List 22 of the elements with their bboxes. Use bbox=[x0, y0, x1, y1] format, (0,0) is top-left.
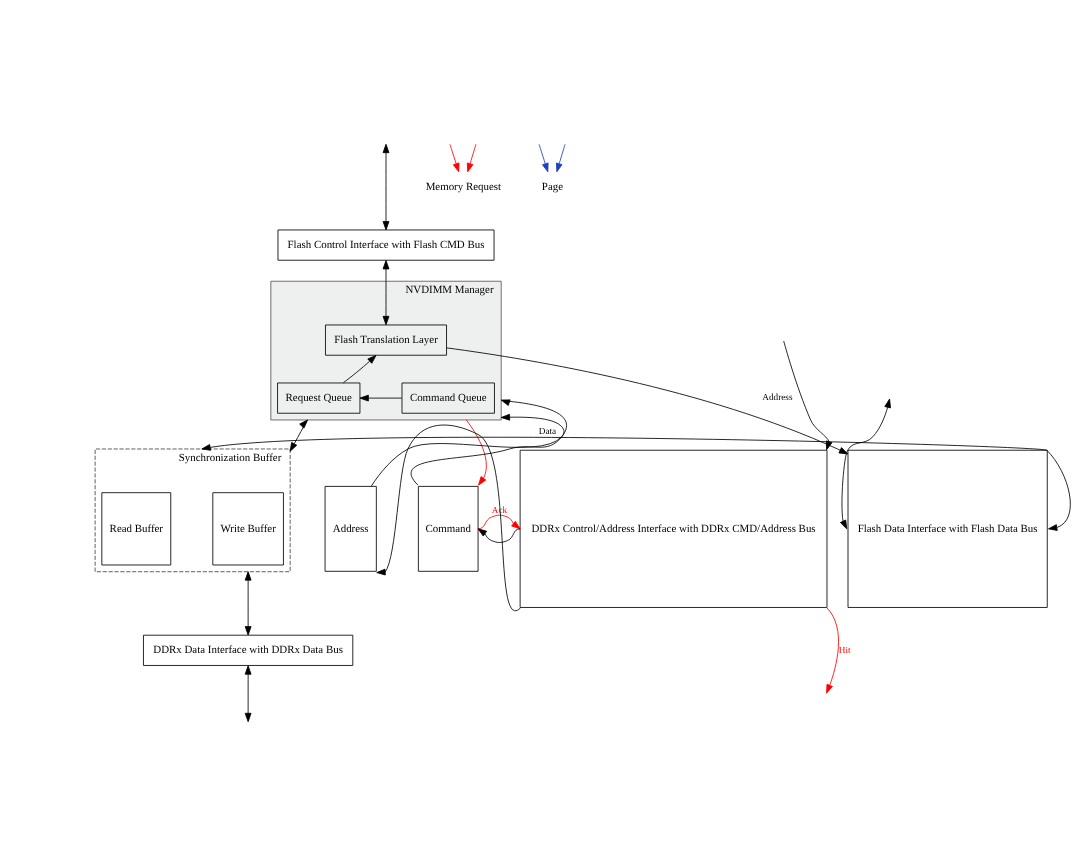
arrow bbox=[201, 435, 1071, 530]
arrow bbox=[410, 398, 567, 485]
arrow bbox=[477, 527, 521, 542]
arrow bbox=[783, 339, 833, 450]
arrow bbox=[449, 142, 460, 172]
arrow bbox=[370, 412, 565, 486]
arrow bbox=[840, 397, 891, 529]
arrow bbox=[538, 142, 549, 172]
arrow bbox=[342, 354, 377, 383]
arrow bbox=[382, 142, 390, 230]
arrow bbox=[556, 142, 566, 172]
arrow bbox=[244, 570, 252, 635]
arrow bbox=[382, 259, 390, 325]
arrow bbox=[465, 418, 487, 485]
arrow bbox=[244, 664, 252, 722]
arrow bbox=[466, 142, 477, 172]
arrow bbox=[446, 346, 849, 454]
arrow bbox=[289, 418, 308, 451]
arrow bbox=[359, 393, 403, 401]
arrow bbox=[826, 606, 839, 693]
arrow bbox=[477, 513, 521, 529]
arrow bbox=[376, 423, 521, 611]
